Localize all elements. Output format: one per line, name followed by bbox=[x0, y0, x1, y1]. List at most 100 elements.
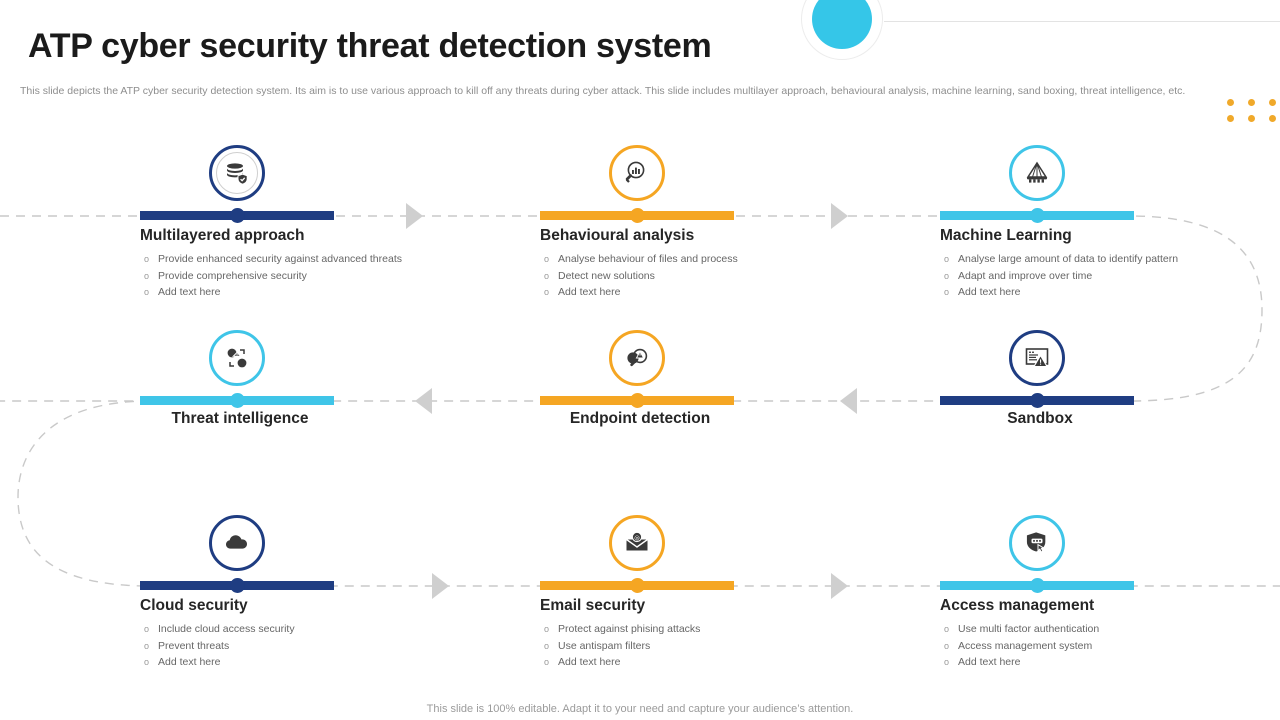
bullet-text: Access management system bbox=[958, 639, 1093, 652]
bullet-marker: o bbox=[144, 254, 150, 264]
page-title: ATP cyber security threat detection syst… bbox=[28, 27, 712, 65]
bullet-text: Add text here bbox=[558, 286, 621, 298]
threat-nodes-icon bbox=[209, 330, 265, 386]
flow-arrow-left-2 bbox=[840, 388, 857, 414]
bullet-marker: o bbox=[944, 287, 950, 297]
list-item: o Analyse behaviour of files and process bbox=[542, 252, 872, 267]
card-knob bbox=[230, 208, 245, 223]
bullet-marker: o bbox=[144, 657, 150, 667]
list-item: o Adapt and improve over time bbox=[942, 269, 1272, 284]
card-knob bbox=[630, 393, 645, 408]
bullet-text: Analyse behaviour of files and process bbox=[558, 253, 738, 265]
neural-network-icon bbox=[1009, 145, 1065, 201]
monitor-alert-icon bbox=[1009, 330, 1065, 386]
slide-footer-note: This slide is 100% editable. Adapt it to… bbox=[426, 703, 854, 715]
bullet-marker: o bbox=[544, 287, 550, 297]
list-item: o Add text here bbox=[142, 285, 472, 300]
bullet-marker: o bbox=[944, 624, 950, 634]
bullet-marker: o bbox=[144, 287, 150, 297]
bullet-text: Add text here bbox=[958, 286, 1021, 298]
bullet-marker: o bbox=[144, 640, 150, 651]
page-subtitle: This slide depicts the ATP cyber securit… bbox=[20, 85, 1186, 97]
card-title: Access management bbox=[940, 597, 1095, 614]
decorative-dot-grid bbox=[1227, 99, 1277, 123]
bullet-text: Include cloud access security bbox=[158, 623, 295, 635]
bullet-marker: o bbox=[944, 657, 950, 667]
list-item: o Add text here bbox=[942, 655, 1272, 670]
bullet-text: Add text here bbox=[958, 656, 1021, 668]
list-item: o Use multi factor authentication bbox=[942, 622, 1272, 637]
card-title: Endpoint detection bbox=[569, 410, 711, 427]
bullet-text: Use multi factor authentication bbox=[958, 623, 1100, 635]
card-title: Multilayered approach bbox=[140, 227, 305, 244]
list-item: o Add text here bbox=[942, 285, 1272, 300]
card-bullets: o Include cloud access security o Preven… bbox=[142, 622, 472, 672]
flow-arrow-right-2 bbox=[831, 203, 848, 229]
bullet-marker: o bbox=[944, 270, 950, 281]
svg-text:@: @ bbox=[634, 535, 640, 541]
list-item: o Prevent threats bbox=[142, 639, 472, 654]
bullet-text: Analyse large amount of data to identify… bbox=[958, 253, 1179, 265]
list-item: o Use antispam filters bbox=[542, 639, 872, 654]
card-title: Cloud security bbox=[140, 597, 248, 614]
card-title: Machine Learning bbox=[940, 227, 1072, 244]
card-knob bbox=[230, 393, 245, 408]
header-circle-accent bbox=[812, 0, 872, 49]
list-item: o Add text here bbox=[142, 655, 472, 670]
flow-arrow-left-1 bbox=[415, 388, 432, 414]
card-knob bbox=[630, 578, 645, 593]
card-knob bbox=[1030, 393, 1045, 408]
card-title: Threat intelligence bbox=[171, 410, 309, 427]
card-title: Email security bbox=[540, 597, 646, 614]
bullet-marker: o bbox=[544, 254, 550, 264]
card-bullets: o Use multi factor authentication o Acce… bbox=[942, 622, 1272, 672]
list-item: o Analyse large amount of data to identi… bbox=[942, 252, 1272, 267]
envelope-alert-icon: @ bbox=[609, 515, 665, 571]
shield-password-icon bbox=[1009, 515, 1065, 571]
list-item: o Detect new solutions bbox=[542, 269, 872, 284]
bullet-text: Provide enhanced security against advanc… bbox=[158, 253, 402, 265]
bullet-text: Provide comprehensive security bbox=[158, 269, 307, 282]
card-knob bbox=[230, 578, 245, 593]
card-title: Sandbox bbox=[1007, 410, 1073, 427]
list-item: o Provide enhanced security against adva… bbox=[142, 252, 472, 267]
card-bullets: o Analyse behaviour of files and process… bbox=[542, 252, 872, 302]
bullet-marker: o bbox=[544, 640, 550, 651]
list-item: o Provide comprehensive security bbox=[142, 269, 472, 284]
bullet-text: Add text here bbox=[158, 286, 221, 298]
bullet-text: Add text here bbox=[558, 656, 621, 668]
card-bullets: o Analyse large amount of data to identi… bbox=[942, 252, 1272, 302]
card-title: Behavioural analysis bbox=[540, 227, 695, 244]
list-item: o Add text here bbox=[542, 285, 872, 300]
list-item: o Include cloud access security bbox=[142, 622, 472, 637]
bullet-marker: o bbox=[544, 624, 550, 634]
flow-arrow-right-4 bbox=[831, 573, 848, 599]
bullet-text: Add text here bbox=[158, 656, 221, 668]
layers-shield-icon bbox=[209, 145, 265, 201]
flow-arrow-right-1 bbox=[406, 203, 423, 229]
bullet-marker: o bbox=[944, 640, 950, 651]
card-knob bbox=[1030, 578, 1045, 593]
bullet-text: Prevent threats bbox=[158, 639, 230, 652]
bullet-marker: o bbox=[144, 624, 150, 634]
bullet-marker: o bbox=[944, 254, 950, 264]
bullet-marker: o bbox=[544, 657, 550, 667]
magnifier-chart-icon bbox=[609, 145, 665, 201]
card-bullets: o Provide enhanced security against adva… bbox=[142, 252, 472, 302]
bullet-text: Protect against phising attacks bbox=[558, 623, 701, 635]
cloud-icon bbox=[209, 515, 265, 571]
list-item: o Protect against phising attacks bbox=[542, 622, 872, 637]
card-knob bbox=[630, 208, 645, 223]
bullet-text: Detect new solutions bbox=[558, 269, 655, 282]
magnifier-alert-icon bbox=[609, 330, 665, 386]
bullet-text: Adapt and improve over time bbox=[958, 269, 1093, 282]
bullet-text: Use antispam filters bbox=[558, 639, 651, 652]
flow-arrow-right-3 bbox=[432, 573, 449, 599]
list-item: o Add text here bbox=[542, 655, 872, 670]
bullet-marker: o bbox=[144, 270, 150, 281]
card-knob bbox=[1030, 208, 1045, 223]
card-bullets: o Protect against phising attacks o Use … bbox=[542, 622, 872, 672]
list-item: o Access management system bbox=[942, 639, 1272, 654]
